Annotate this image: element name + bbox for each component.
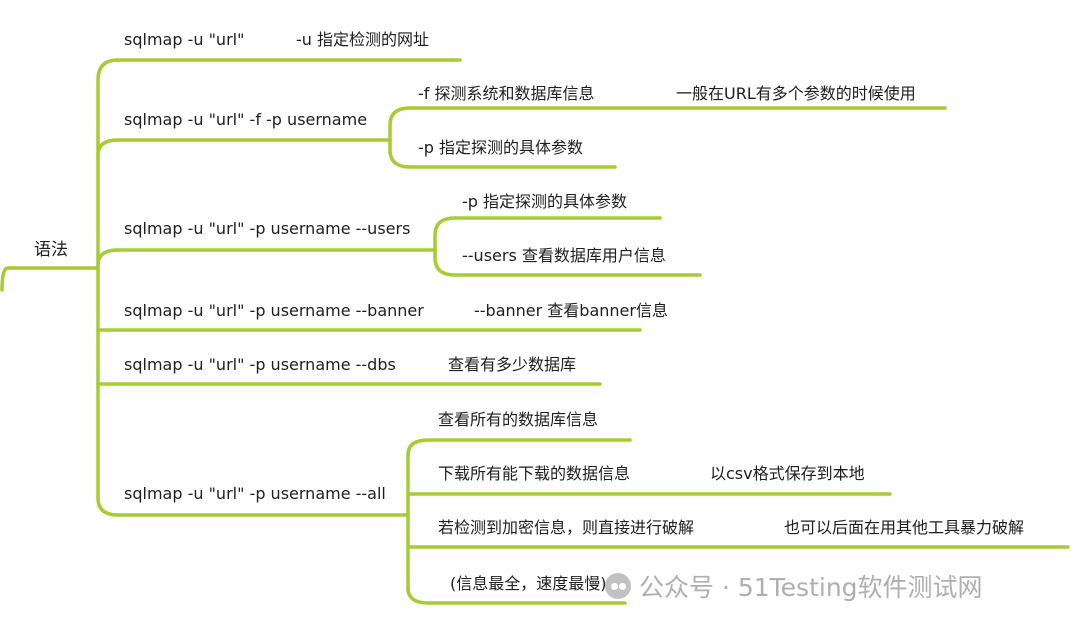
branch3-connector bbox=[96, 248, 437, 267]
wechat-icon bbox=[605, 573, 631, 599]
branch5-command: sqlmap -u "url" -p username --dbs bbox=[124, 355, 396, 374]
branch5-note-1: 查看有多少数据库 bbox=[448, 355, 577, 374]
branch2-sub-bottom bbox=[388, 138, 617, 169]
trunk-bottom bbox=[96, 266, 120, 517]
branch6-note-3: 若检测到加密信息，则直接进行破解 bbox=[438, 518, 695, 537]
branch1-note-1: -u 指定检测的网址 bbox=[296, 30, 430, 49]
branch1-command: sqlmap -u "url" bbox=[124, 30, 245, 49]
branch2-note-2: -p 指定探测的具体参数 bbox=[418, 138, 584, 157]
branch4-note-1: --banner 查看banner信息 bbox=[474, 301, 668, 320]
branch2-sub-top bbox=[388, 106, 947, 142]
branch3-note-2: --users 查看数据库用户信息 bbox=[462, 246, 666, 265]
trunk-top bbox=[96, 58, 120, 270]
branch6-extra-1: 以csv格式保存到本地 bbox=[710, 464, 865, 483]
branch6-extra-2: 也可以后面在用其他工具暴力破解 bbox=[784, 518, 1025, 537]
branch6-command: sqlmap -u "url" -p username --all bbox=[124, 484, 386, 503]
branch2-note-1: -f 探测系统和数据库信息 bbox=[418, 84, 595, 103]
branch3-sub-bottom bbox=[433, 248, 702, 277]
branch2-command: sqlmap -u "url" -f -p username bbox=[124, 110, 368, 129]
branch6-sub-4 bbox=[406, 586, 627, 605]
branch6-note-4: (信息最全，速度最慢) bbox=[450, 574, 607, 593]
branch6-note-1: 查看所有的数据库信息 bbox=[438, 410, 599, 429]
branch3-command: sqlmap -u "url" -p username --users bbox=[124, 219, 411, 238]
branch2-extra: 一般在URL有多个参数的时候使用 bbox=[676, 84, 916, 103]
root-label: 语法 bbox=[34, 240, 68, 260]
branch6-sub-1 bbox=[406, 438, 632, 457]
branch3-note-1: -p 指定探测的具体参数 bbox=[462, 192, 628, 211]
branch4-command: sqlmap -u "url" -p username --banner bbox=[124, 301, 424, 320]
branch2-connector bbox=[96, 138, 392, 157]
root-left-stub bbox=[0, 266, 10, 292]
branch6-note-2: 下载所有能下载的数据信息 bbox=[438, 464, 631, 483]
branch3-sub-top bbox=[433, 216, 662, 252]
watermark-text: 公众号 · 51Testing软件测试网 bbox=[639, 573, 983, 602]
watermark: 公众号 · 51Testing软件测试网 bbox=[605, 568, 983, 604]
